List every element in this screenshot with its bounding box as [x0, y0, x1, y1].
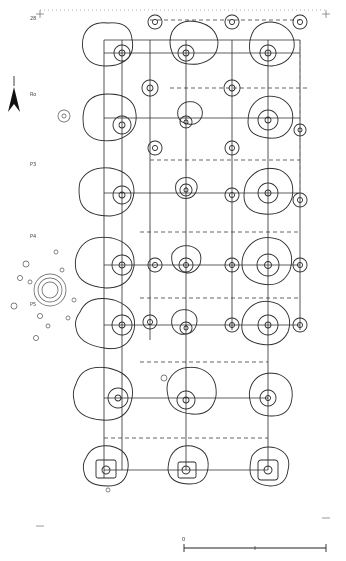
grid-label: P5: [30, 302, 36, 308]
scale-bar: 0: [182, 537, 327, 552]
grid-label: Ro: [30, 92, 36, 98]
plan-border-ticks: [36, 10, 330, 527]
large-post-pits: [72, 20, 295, 487]
minor-features: [10, 109, 168, 493]
grid-label: 28: [30, 16, 36, 22]
grid-label: P4: [30, 234, 36, 240]
scale-left-label: 0: [182, 537, 185, 543]
dashed-reconstruction-lines: [104, 19, 310, 439]
north-arrow-icon: [8, 76, 20, 112]
grid-labels-left: 28 Ro P3 P4 P5: [30, 16, 36, 308]
grid-label: P3: [30, 162, 36, 168]
post-holes: [95, 14, 308, 481]
post-alignment-lines: [103, 39, 301, 478]
